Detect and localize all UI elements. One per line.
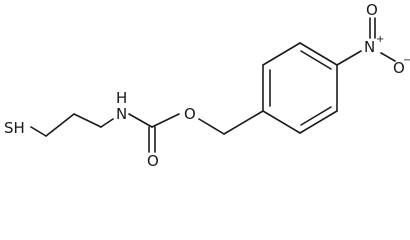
bond-oester-ch2 — [198, 118, 225, 135]
bond-lines — [30, 17, 396, 153]
nitro-oxygen-right-label: O — [393, 59, 405, 77]
ester-oxygen-label: O — [184, 105, 196, 123]
structure-canvas: SH H N O O N + O O − — [4, 1, 410, 170]
structural-formula: SH H N O O N + O O − — [4, 1, 410, 170]
ring-bond-5 — [299, 110, 338, 134]
thiol-label: SH — [4, 119, 25, 137]
ring-double-inner-3 — [300, 106, 332, 126]
bond-n-c4 — [128, 113, 153, 128]
bond-c1-c2 — [45, 113, 75, 137]
ring-double-inner-2 — [300, 50, 332, 70]
bond-nitro-o-right — [380, 52, 396, 62]
nitro-nitrogen-charge: + — [376, 34, 384, 45]
bond-ch2-ring — [223, 110, 264, 135]
nitro-nitrogen-label: N — [364, 38, 375, 56]
nitro-oxygen-top-label: O — [366, 1, 378, 19]
carbonyl-oxygen-label: O — [147, 152, 159, 170]
amide-nitrogen-label: N — [116, 105, 127, 123]
bond-c3-n — [100, 118, 114, 128]
ring-bond-2 — [262, 42, 301, 66]
bond-c2-c3 — [73, 113, 102, 128]
bond-ring-nitro — [336, 50, 362, 66]
bond-s-c1 — [30, 126, 47, 137]
nitro-oxygen-charge: − — [403, 55, 410, 66]
amide-hydrogen-label: H — [116, 89, 127, 107]
ring-bond-6 — [262, 110, 301, 134]
bond-c4-oester — [151, 113, 180, 128]
atom-labels: SH H N O O N + O O − — [4, 1, 410, 170]
ring-bond-3 — [299, 42, 338, 66]
